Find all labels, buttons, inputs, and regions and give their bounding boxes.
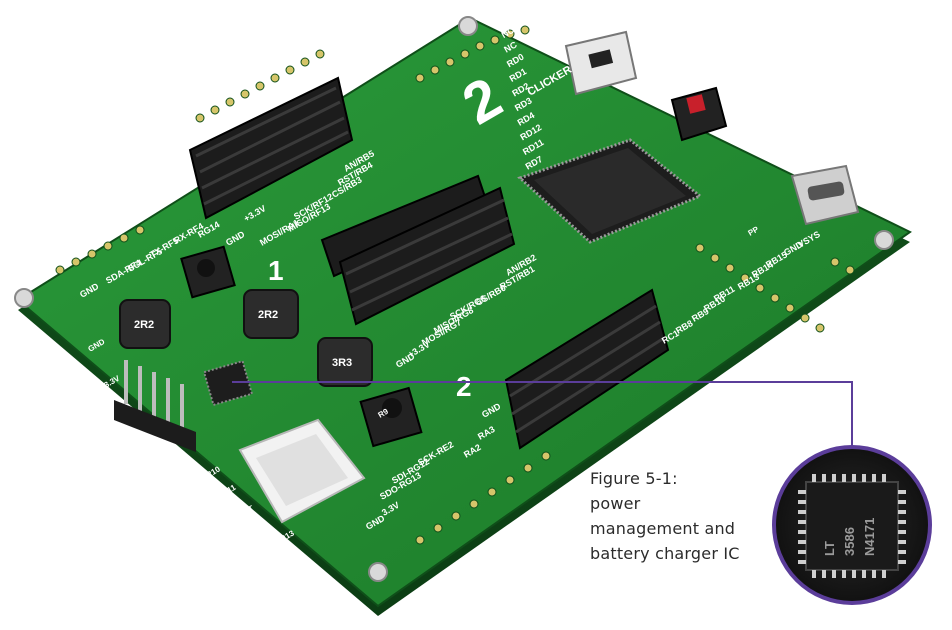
svg-text:N4171: N4171 [862, 518, 877, 556]
inductor: 2R2 [243, 289, 299, 339]
inductor: 2R2 [119, 299, 171, 349]
socket-2-number: 2 [456, 371, 472, 402]
mounting-hole [458, 16, 478, 36]
right-pin-row [695, 243, 855, 333]
top-pin-row [195, 25, 530, 123]
svg-text:RST: RST [494, 0, 515, 11]
bottom-pin-row [55, 225, 551, 545]
mounting-hole [874, 230, 894, 250]
caption-line: power [590, 494, 641, 513]
power-ic [202, 359, 254, 407]
svg-text:3R3: 3R3 [332, 357, 352, 369]
zoomed-ic-view: LT 3586 N4171 [772, 445, 932, 605]
mounting-hole [14, 288, 34, 308]
caption-line: management and [590, 519, 736, 538]
user-button-2 [359, 386, 423, 448]
usb-connector [790, 164, 860, 226]
socket-1-number: 1 [268, 255, 284, 286]
user-button-1 [180, 245, 236, 299]
svg-text:2R2: 2R2 [258, 309, 278, 321]
mounting-hole [368, 562, 388, 582]
slide-switch [564, 30, 638, 96]
right-angle-pins [124, 360, 184, 434]
svg-text:3586: 3586 [842, 527, 857, 556]
pin-header-base [114, 400, 196, 452]
battery-connector [238, 418, 366, 524]
svg-text:2R2: 2R2 [134, 319, 154, 331]
caption-line: battery charger IC [590, 544, 740, 563]
svg-text:LT: LT [822, 541, 837, 556]
figure-caption: Figure 5-1: power management and battery… [590, 466, 770, 566]
socket-1-header-right [320, 174, 516, 326]
inductor: 3R3 [317, 337, 373, 387]
socket-1-header-left [188, 76, 354, 220]
reset-button [670, 86, 728, 142]
caption-line: Figure 5-1: [590, 469, 678, 488]
microcontroller-chip [517, 138, 703, 244]
callout-line [232, 381, 853, 452]
